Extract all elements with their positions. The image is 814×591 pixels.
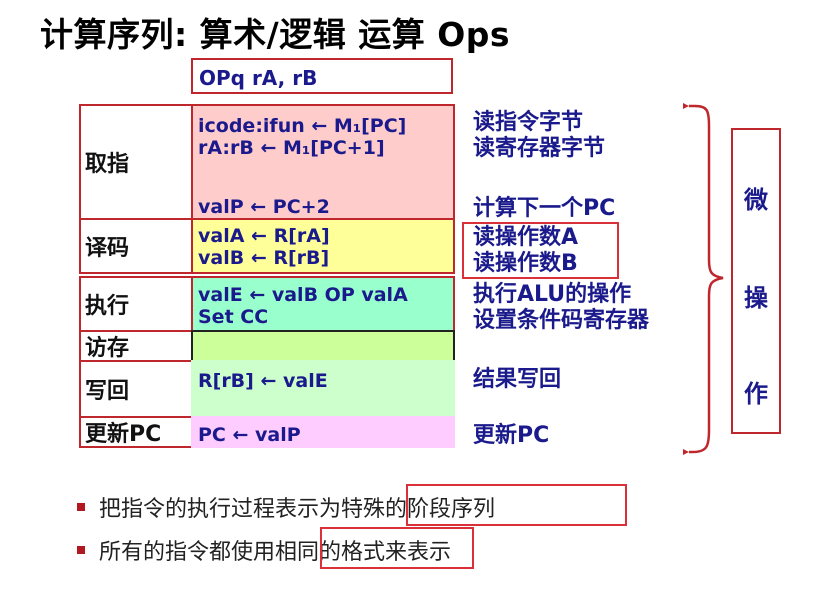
op-line: Set CC <box>198 306 269 328</box>
bullet-highlight-text: 特殊的阶段序列 <box>341 497 496 522</box>
brace-icon <box>683 100 724 462</box>
stage-label-update-pc: 更新PC <box>79 416 193 448</box>
bullet-highlight-text: 相同的格式 <box>275 540 386 565</box>
desc-decode-2: 读操作数B <box>473 251 578 276</box>
desc-writeback-1: 结果写回 <box>473 367 562 392</box>
stage-body-writeback: R[rB] ← valE <box>191 360 455 418</box>
bullet-marker-icon <box>77 503 85 511</box>
micro-ops-char: 微 <box>744 186 768 214</box>
stage-label-decode: 译码 <box>79 218 193 274</box>
stage-body-execute: valE ← valB OP valA Set CC <box>191 276 455 332</box>
bullet-item-1: 把指令的执行过程表示为特殊的阶段序列 <box>77 491 495 523</box>
page-title: 计算序列: 算术/逻辑 运算 Ops <box>40 15 511 54</box>
bullet-text: 把指令的执行过程表示为 <box>99 497 342 522</box>
op-line: rA:rB ← M₁[PC+1] <box>198 137 385 159</box>
bullet-item-2: 所有的指令都使用相同的格式来表示 <box>77 534 451 566</box>
micro-ops-box: 微 操 作 <box>731 128 781 434</box>
op-line: valA ← R[rA] <box>198 225 330 247</box>
op-line: R[rB] ← valE <box>198 370 328 392</box>
op-line: valB ← R[rB] <box>198 247 330 269</box>
highlight-box-operands <box>462 222 619 279</box>
desc-execute-1: 执行ALU的操作 <box>473 282 632 307</box>
desc-execute-2: 设置条件码寄存器 <box>473 308 650 333</box>
bullet-text: 来表示 <box>385 540 452 565</box>
highlight-box-same-format <box>320 527 474 569</box>
stage-label-writeback: 写回 <box>79 360 193 418</box>
stage-label-execute: 执行 <box>79 276 193 332</box>
stage-body-fetch: icode:ifun ← M₁[PC] rA:rB ← M₁[PC+1] val… <box>191 104 455 220</box>
op-line: valP ← PC+2 <box>198 196 330 218</box>
op-line: PC ← valP <box>198 424 301 446</box>
stage-body-memory <box>191 330 455 362</box>
micro-ops-char: 操 <box>744 284 768 312</box>
desc-decode-1: 读操作数A <box>473 225 579 250</box>
op-line: icode:ifun ← M₁[PC] <box>198 115 407 137</box>
desc-fetch-2: 读寄存器字节 <box>473 136 606 161</box>
desc-fetch-3: 计算下一个PC <box>473 196 616 221</box>
bullet-marker-icon <box>77 546 85 554</box>
spacer <box>198 159 453 196</box>
highlight-box-stage-sequence <box>406 484 627 526</box>
micro-ops-char: 作 <box>744 380 768 408</box>
stage-body-decode: valA ← R[rA] valB ← R[rB] <box>191 218 455 274</box>
stage-label-fetch: 取指 <box>79 104 193 220</box>
desc-update-pc-1: 更新PC <box>473 423 550 448</box>
instruction-format: OPq rA, rB <box>191 58 453 94</box>
stage-label-memory: 访存 <box>79 330 193 362</box>
bullet-text: 所有的指令都使用 <box>99 540 276 565</box>
desc-fetch-1: 读指令字节 <box>473 110 584 135</box>
stage-body-update-pc: PC ← valP <box>191 416 455 448</box>
op-line: valE ← valB OP valA <box>198 284 408 306</box>
